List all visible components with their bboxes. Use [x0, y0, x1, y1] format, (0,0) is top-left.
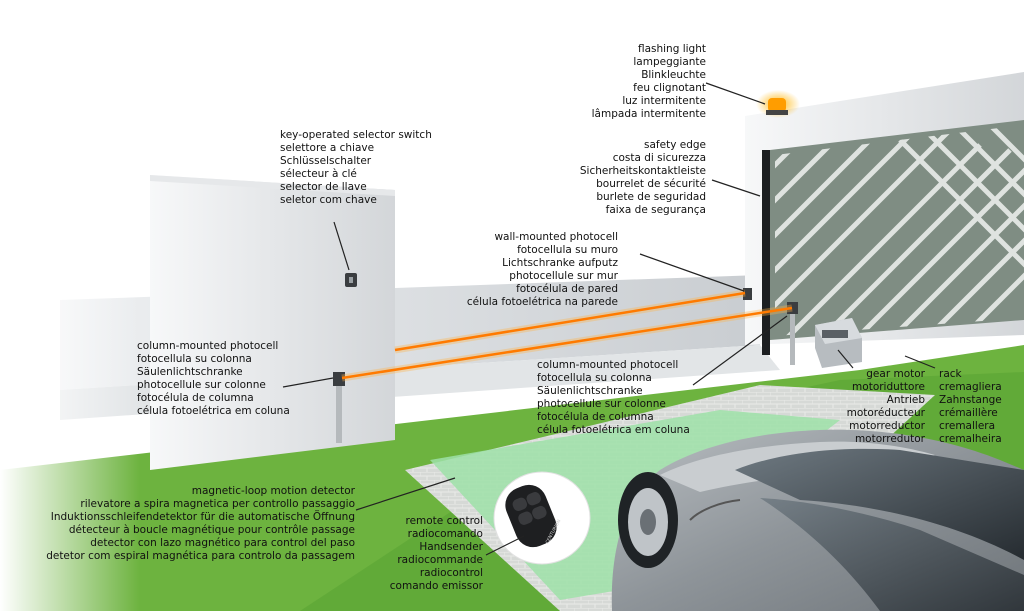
car — [611, 429, 1024, 611]
gear-motor-device — [815, 318, 862, 368]
photocell-beams — [341, 289, 793, 382]
left-photocell-column — [336, 375, 342, 443]
wall-photocell-device — [743, 288, 752, 300]
remote-control-device: CENTURION — [493, 471, 591, 565]
sliding-gate — [762, 120, 1024, 355]
flashing-light-device — [768, 98, 786, 112]
leader-lines — [282, 82, 936, 556]
right-photocell-column — [790, 305, 795, 365]
safety-edge-strip — [762, 150, 770, 355]
left-pillar — [150, 175, 395, 470]
